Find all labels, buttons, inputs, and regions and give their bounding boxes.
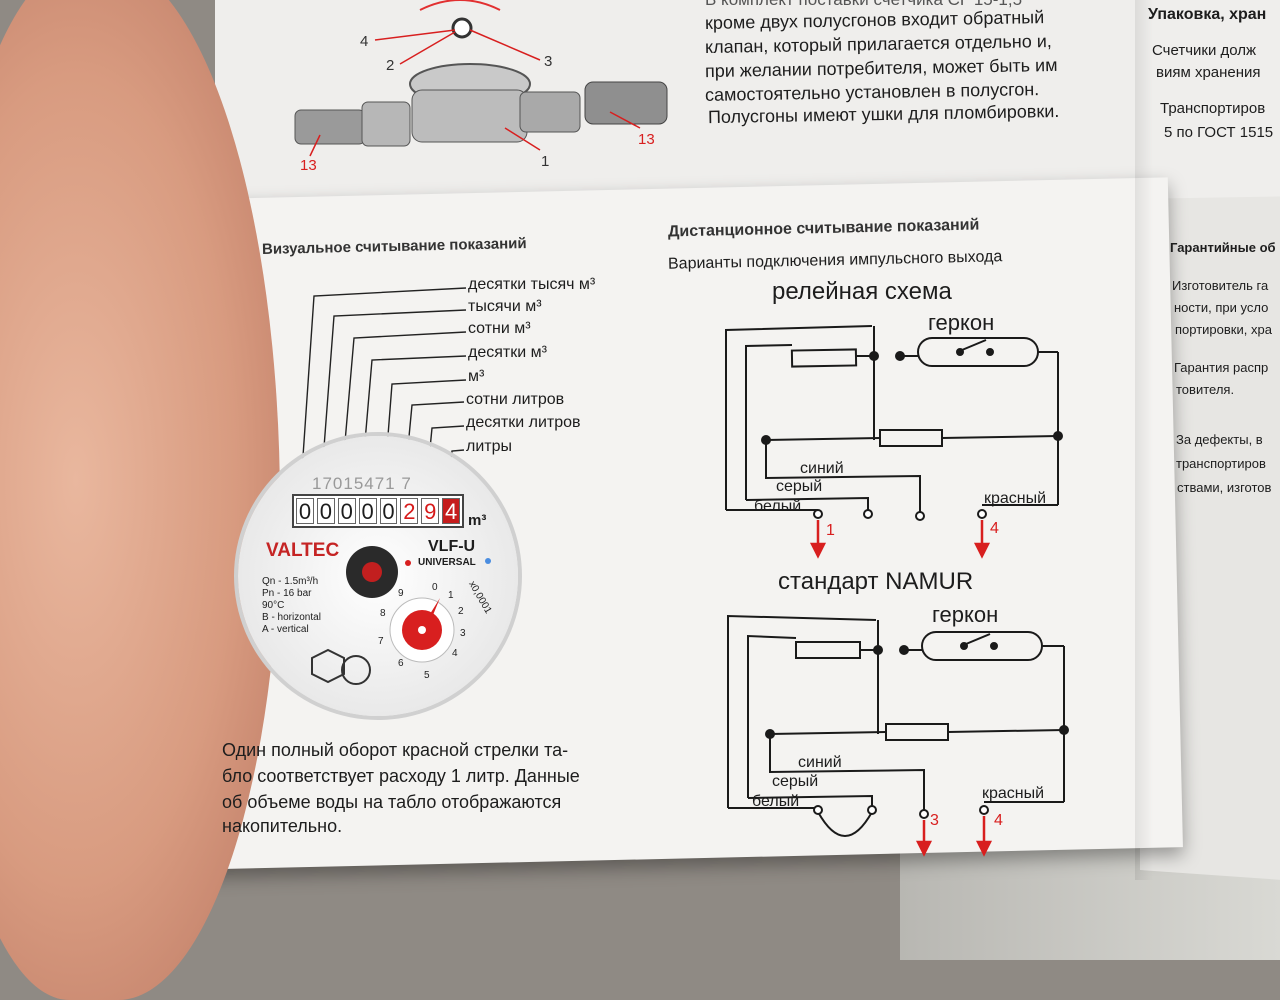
- label-tens-liters: десятки литров: [466, 414, 581, 431]
- note-line4: накопительно.: [222, 816, 343, 836]
- wiring-diagrams: [725, 325, 1069, 857]
- paper-fold: [1135, 0, 1153, 880]
- meter-spec-temp: 90°C: [262, 600, 285, 611]
- right-p3b: ности, при усло: [1174, 300, 1269, 315]
- namur-output-arrows-icons: [915, 816, 993, 857]
- svg-text:7: 7: [378, 636, 384, 647]
- fitting-callout-lines: [309, 29, 641, 157]
- relay-title: релейная схема: [772, 278, 952, 305]
- right-p5a: За дефекты, в: [1176, 432, 1263, 447]
- digit-5: 0: [379, 498, 398, 524]
- relay-wire-red: красный: [984, 490, 1047, 507]
- digit-2: 0: [316, 498, 335, 524]
- note-line3: об объеме воды на табло отображаются: [222, 792, 562, 812]
- meter-spec-pressure: Pn - 16 bar: [262, 588, 312, 599]
- meter-counter-window: 0 0 0 0 0 2 9 4: [292, 494, 464, 528]
- relay-wire-blue: синий: [800, 460, 844, 477]
- svg-text:6: 6: [398, 658, 404, 669]
- relay-circuit: [725, 325, 1063, 512]
- namur-title: стандарт NAMUR: [778, 568, 974, 595]
- label-thousands: тысячи м³: [468, 298, 542, 315]
- fitting-callouts: 4 2 3 13 1 13: [300, 33, 655, 174]
- callout-13-right: 13: [638, 131, 655, 148]
- right-p2a: Транспортиров: [1160, 100, 1266, 117]
- impeller-star-icon: [346, 546, 398, 598]
- meter-brand: VALTEC: [266, 540, 340, 561]
- meter-serial: 17015471 7: [312, 474, 412, 493]
- svg-text:9: 9: [398, 588, 404, 599]
- certification-logo-icons: [311, 648, 371, 685]
- namur-reed-label: геркон: [932, 602, 999, 627]
- hand: [0, 0, 280, 1000]
- blue-dot-icon: [485, 558, 491, 564]
- svg-text:2: 2: [458, 606, 464, 617]
- namur-wire-blue: синий: [798, 754, 842, 771]
- label-hundreds-liters: сотни литров: [466, 391, 565, 408]
- svg-text:3: 3: [460, 628, 466, 639]
- label-hundreds: сотни м³: [468, 320, 531, 337]
- label-liters: литры: [466, 438, 512, 455]
- meter-unit: m³: [468, 512, 487, 529]
- liter-dial-numbers: 0 1 2 3 4 5 6 7 8 9: [378, 582, 466, 681]
- right-p1b: виям хранения: [1156, 64, 1261, 81]
- meter-model-sub: UNIVERSAL: [418, 557, 476, 568]
- callout-4: 4: [360, 33, 368, 50]
- relay-wire-gray: серый: [776, 478, 823, 495]
- digit-3: 0: [337, 498, 356, 524]
- svg-text:5: 5: [424, 670, 430, 681]
- right-p2b: 5 по ГОСТ 1515: [1164, 124, 1274, 141]
- meter-spec-flow: Qn - 1.5m³/h: [262, 576, 319, 587]
- right-p4b: товителя.: [1176, 382, 1235, 397]
- relay-pin-1: 1: [826, 522, 835, 539]
- relay-output-arrows-icons: [809, 520, 991, 559]
- label-tens-of-thousands: десятки тысяч м³: [468, 276, 596, 293]
- right-p5c: ствами, изготов: [1177, 480, 1272, 495]
- meter-spec-horizontal: B - horizontal: [262, 612, 321, 623]
- meter-spec-vertical: A - vertical: [262, 624, 309, 635]
- namur-pin-4: 4: [994, 812, 1003, 829]
- meter-graphics: 0 1 2 3 4 5 6 7 8 9: [311, 546, 491, 685]
- right-p5b: транспортиров: [1176, 456, 1266, 471]
- digit-1: 0: [296, 498, 314, 524]
- right-p3c: портировки, хра: [1175, 322, 1272, 337]
- digit-6: 2: [400, 498, 419, 524]
- meter-model: VLF-U: [428, 538, 476, 555]
- svg-text:1: 1: [448, 590, 454, 601]
- label-tens: десятки м³: [468, 344, 547, 361]
- right-p1a: Счетчики долж: [1152, 42, 1257, 59]
- label-units: м³: [468, 368, 485, 385]
- top-partial-line: В комплект поставки счетчика СГ 15-1,5: [705, 0, 1022, 10]
- svg-text:8: 8: [380, 608, 386, 619]
- namur-wire-gray: серый: [772, 773, 819, 790]
- digit-8: 4: [442, 498, 460, 524]
- callout-13-left: 13: [300, 157, 317, 174]
- namur-terminals-icons: [813, 805, 989, 819]
- fitting-illustration: 4 2 3 13 1 13: [294, 0, 668, 174]
- svg-text:4: 4: [452, 648, 458, 659]
- callout-1: 1: [541, 153, 549, 170]
- digit-4: 0: [358, 498, 377, 524]
- note-line2: бло соответствует расходу 1 литр. Данные: [222, 766, 580, 786]
- right-heading-packaging: Упаковка, хран: [1148, 6, 1267, 23]
- callout-2: 2: [386, 57, 394, 74]
- relay-reed-label: геркон: [928, 310, 995, 335]
- right-heading-warranty: Гарантийные об: [1170, 240, 1276, 255]
- namur-circuit: [727, 614, 1069, 837]
- right-p4a: Гарантия распр: [1174, 360, 1269, 375]
- right-p3a: Изготовитель га: [1172, 278, 1269, 293]
- svg-text:0: 0: [432, 582, 438, 593]
- namur-wire-red: красный: [982, 785, 1045, 802]
- callout-3: 3: [544, 53, 552, 70]
- red-dot-icon: [405, 560, 411, 566]
- namur-pin-3: 3: [930, 812, 939, 829]
- fitting-parts: [294, 0, 668, 147]
- relay-pin-4: 4: [990, 520, 999, 537]
- relay-terminals-icons: [813, 509, 987, 521]
- note-line1: Один полный оборот красной стрелки та-: [222, 740, 569, 760]
- liter-dial: [389, 597, 455, 663]
- digit-7: 9: [421, 498, 440, 524]
